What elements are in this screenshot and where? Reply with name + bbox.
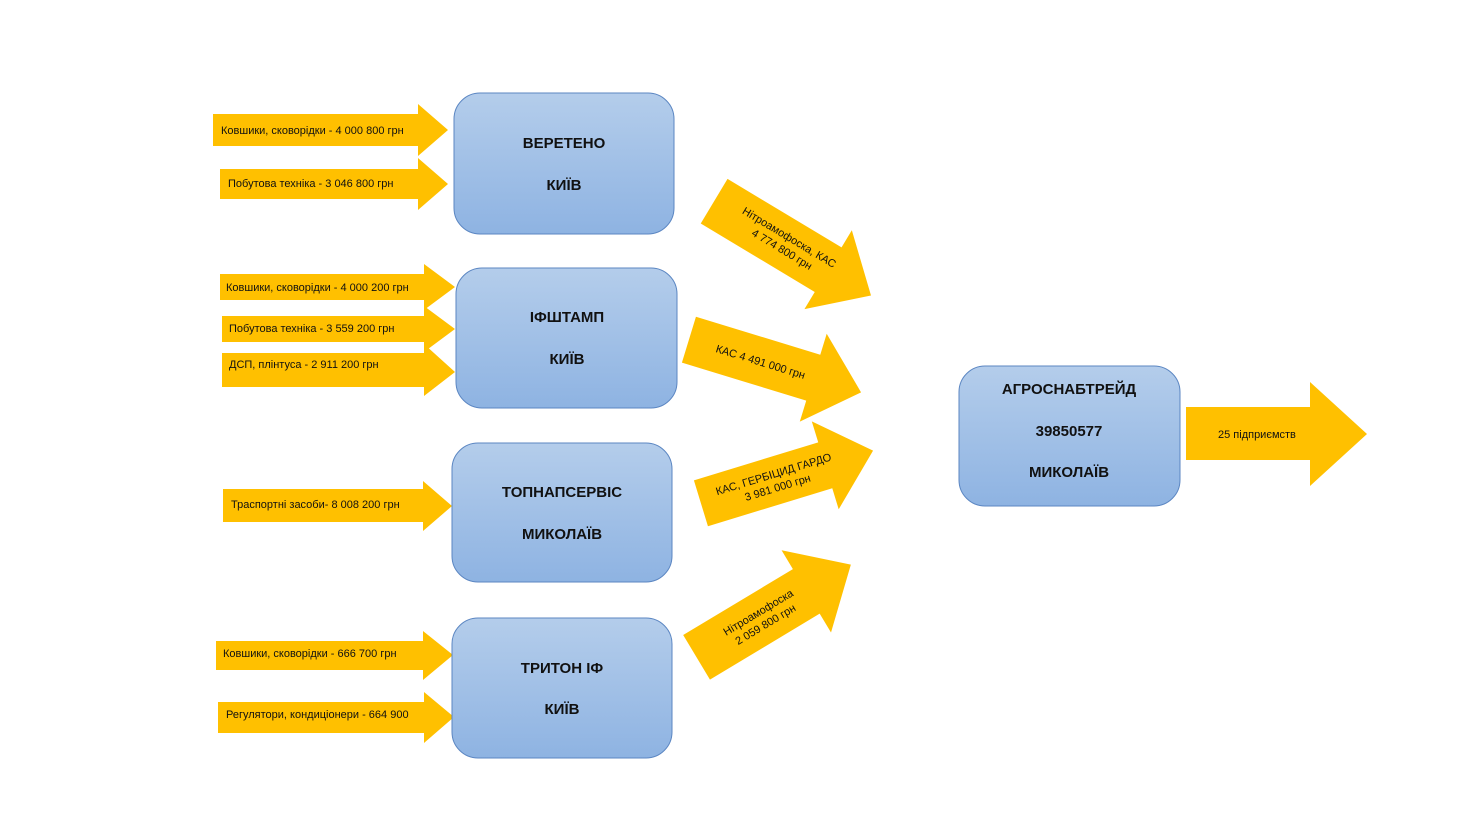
input-label: Побутова техніка - 3 559 200 грн [229, 323, 394, 335]
box-city: КИЇВ [545, 701, 580, 718]
input-arrow-ifshtamp-2: Побутова техніка - 3 559 200 грн [222, 306, 455, 352]
box-tryton: ТРИТОН ІФ КИЇВ [451, 617, 673, 759]
box-city: КИЇВ [550, 351, 585, 368]
box-name: ВЕРЕТЕНО [523, 135, 606, 152]
flow-arrow-vereteno: Нітроамофоска, КАС 4 774 800 грн [700, 178, 872, 310]
input-arrow-tryton-2: Регулятори, кондиціонери - 664 900 [218, 692, 454, 743]
input-label: Ковшики, сковорідки - 4 000 200 грн [226, 282, 409, 294]
box-city: КИЇВ [547, 177, 582, 194]
input-label: Ковшики, сковорідки - 666 700 грн [223, 648, 397, 660]
input-label: Побутова техніка - 3 046 800 грн [228, 178, 393, 190]
flow-arrow-tryton: Нітроамофоска 2 059 800 грн [683, 550, 851, 680]
input-label: Регулятори, кондиціонери - 664 900 [226, 709, 409, 721]
box-city: МИКОЛАЇВ [1029, 464, 1109, 481]
box-agrosnabtreid: АГРОСНАБТРЕЙД 39850577 МИКОЛАЇВ [958, 365, 1181, 507]
input-label: ДСП, плінтуса - 2 911 200 грн [229, 359, 379, 371]
box-city: МИКОЛАЇВ [522, 526, 602, 543]
flow-arrow-ifshtamp: КАС 4 491 000 грн [681, 316, 862, 422]
input-arrow-tryton-1: Ковшики, сковорідки - 666 700 грн [216, 631, 453, 680]
box-code: 39850577 [1036, 423, 1103, 440]
box-ifshtamp: ІФШТАМП КИЇВ [455, 267, 678, 409]
output-arrow: 25 підприємств [1186, 382, 1367, 486]
input-label: Траспортні засоби- 8 008 200 грн [231, 499, 400, 511]
output-label: 25 підприємств [1218, 429, 1296, 441]
flow-arrow-topnapservis: КАС, ГЕРБІЦИД ГАРДО 3 981 000 грн [693, 421, 874, 527]
input-arrow-ifshtamp-1: Ковшики, сковорідки - 4 000 200 грн [220, 264, 455, 310]
input-arrow-ifshtamp-3: ДСП, плінтуса - 2 911 200 грн [222, 344, 455, 396]
box-vereteno: ВЕРЕТЕНО КИЇВ [453, 92, 675, 235]
input-arrow-topnapservis-1: Траспортні засоби- 8 008 200 грн [223, 481, 452, 531]
input-arrow-vereteno-2: Побутова техніка - 3 046 800 грн [220, 158, 448, 210]
input-label: Ковшики, сковорідки - 4 000 800 грн [221, 125, 404, 137]
box-name: АГРОСНАБТРЕЙД [1002, 380, 1137, 398]
box-name: ІФШТАМП [530, 309, 604, 326]
input-arrow-vereteno-1: Ковшики, сковорідки - 4 000 800 грн [213, 104, 448, 156]
box-topnapservis: ТОПНАПСЕРВІС МИКОЛАЇВ [451, 442, 673, 583]
box-name: ТОПНАПСЕРВІС [502, 484, 622, 501]
box-name: ТРИТОН ІФ [521, 660, 604, 677]
